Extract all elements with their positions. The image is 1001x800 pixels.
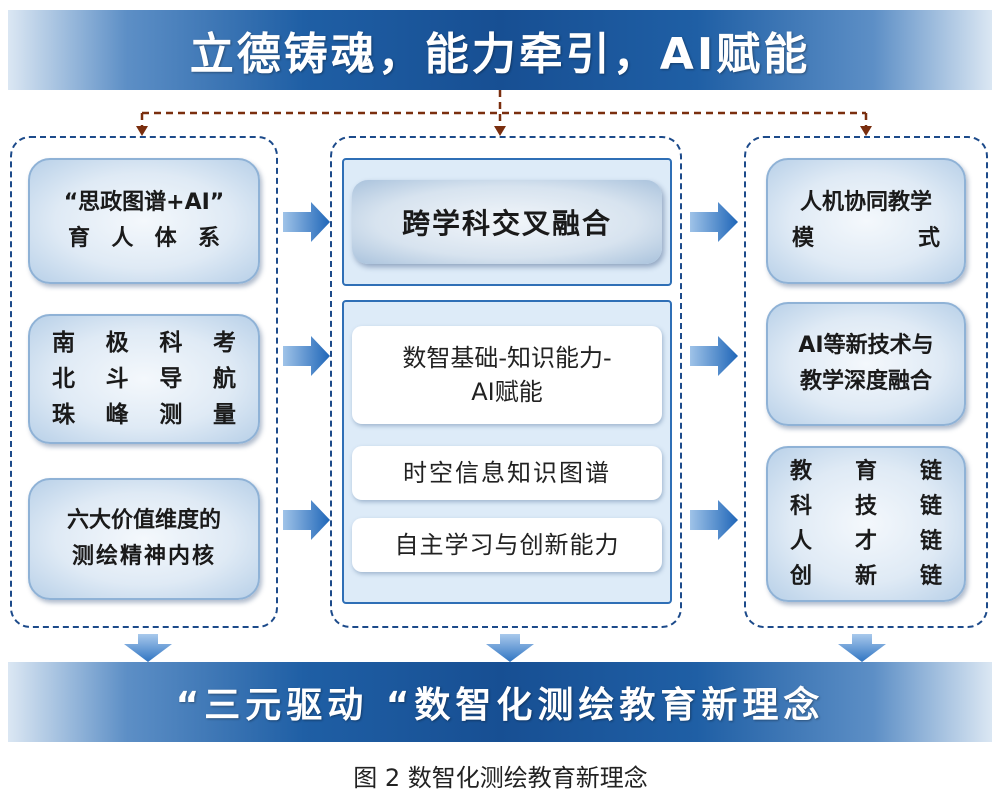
right-column-frame bbox=[744, 136, 988, 628]
left-box-ideology-ai: “思政图谱+AI” 育 人 体 系 bbox=[28, 158, 260, 284]
right-box-human-machine: 人机协同教学 模 式 bbox=[766, 158, 966, 284]
right-box-human-machine-line2: 模 式 bbox=[792, 226, 940, 251]
left-to-center-arrows bbox=[283, 202, 330, 540]
left-box-spirit-core-line2: 测绘精神内核 bbox=[71, 544, 216, 569]
title-connector bbox=[140, 90, 868, 130]
center-item-digital-foundation-line1: 数智基础-知识能力- bbox=[402, 344, 612, 372]
arrow-down-right bbox=[838, 634, 886, 662]
right-box-chains-row: 科技链 bbox=[790, 494, 942, 519]
down-arrows bbox=[124, 634, 886, 662]
right-box-ai-integration-line2: 教学深度融合 bbox=[799, 369, 932, 394]
right-box-chains: 教育链 科技链 人才链 创新链 bbox=[766, 446, 966, 602]
connector-arrowhead-right bbox=[860, 126, 872, 136]
left-box-expeditions-row: 南极科考 bbox=[52, 330, 236, 356]
connector-arrowhead-left bbox=[136, 126, 148, 136]
right-box-ai-integration: AI等新技术与 教学深度融合 bbox=[766, 302, 966, 426]
arrow-center-to-right-3 bbox=[690, 500, 738, 540]
left-box-spirit-core: 六大价值维度的 测绘精神内核 bbox=[28, 478, 260, 600]
arrow-left-to-center-1 bbox=[283, 202, 330, 242]
arrow-left-to-center-2 bbox=[283, 336, 330, 376]
center-to-right-arrows bbox=[690, 202, 738, 540]
center-item-innovation: 自主学习与创新能力 bbox=[352, 518, 662, 572]
bottom-banner: “三元驱动 “数智化测绘教育新理念 bbox=[8, 662, 992, 742]
left-column-frame bbox=[10, 136, 278, 628]
right-box-human-machine-line1: 人机协同教学 bbox=[799, 190, 932, 215]
right-box-chains-row: 创新链 bbox=[790, 564, 942, 589]
figure-caption: 图 2 数智化测绘教育新理念 bbox=[353, 764, 648, 792]
right-box-chains-row: 人才链 bbox=[790, 529, 942, 554]
left-box-spirit-core-line1: 六大价值维度的 bbox=[66, 508, 221, 533]
arrow-center-to-right-1 bbox=[690, 202, 738, 242]
center-item-knowledge-graph: 时空信息知识图谱 bbox=[352, 446, 662, 500]
arrow-down-left bbox=[124, 634, 172, 662]
arrow-left-to-center-3 bbox=[283, 500, 330, 540]
center-column-frame bbox=[330, 136, 682, 628]
center-item-digital-foundation-line2: AI赋能 bbox=[471, 378, 543, 406]
title-text: 立德铸魂，能力牵引，AI赋能 bbox=[189, 29, 811, 80]
bottom-banner-text: “三元驱动 “数智化测绘教育新理念 bbox=[175, 685, 825, 726]
right-box-chains-row: 教育链 bbox=[790, 459, 942, 484]
left-box-ideology-ai-line1: “思政图谱+AI” bbox=[63, 190, 225, 215]
right-box-ai-integration-line1: AI等新技术与 bbox=[798, 333, 934, 358]
interdisciplinary-label: 跨学科交叉融合 bbox=[401, 207, 612, 240]
left-box-ideology-ai-line2: 育 人 体 系 bbox=[68, 226, 220, 251]
connector-arrowhead-center bbox=[494, 126, 506, 136]
center-item-digital-foundation: 数智基础-知识能力- AI赋能 bbox=[352, 326, 662, 424]
left-box-expeditions: 南极科考 北斗导航 珠峰测量 bbox=[28, 314, 260, 444]
left-box-expeditions-row: 珠峰测量 bbox=[52, 402, 236, 428]
arrow-center-to-right-2 bbox=[690, 336, 738, 376]
arrow-down-center bbox=[486, 634, 534, 662]
interdisciplinary-box: 跨学科交叉融合 bbox=[352, 180, 662, 264]
left-box-expeditions-row: 北斗导航 bbox=[52, 366, 236, 392]
title-banner: 立德铸魂，能力牵引，AI赋能 bbox=[8, 10, 992, 90]
